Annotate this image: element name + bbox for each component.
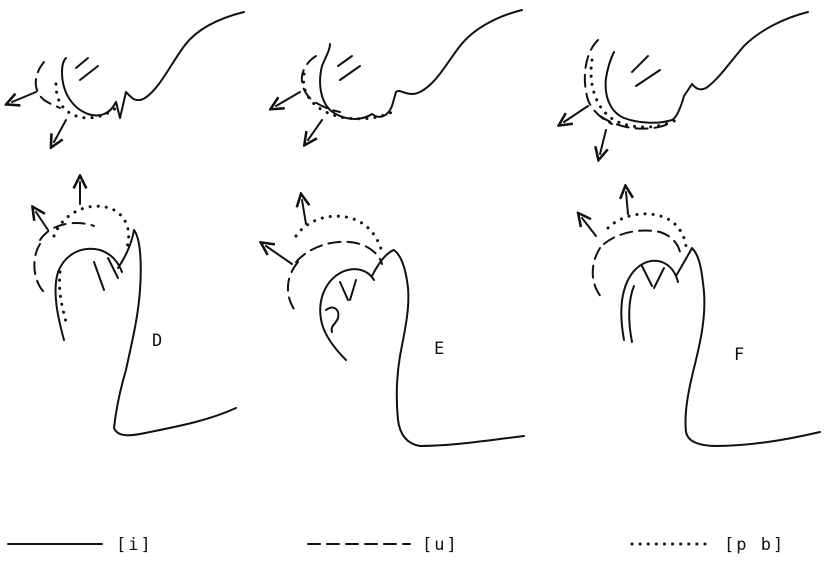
panel-e-dashed-arc <box>295 240 383 265</box>
panel-f-arrow-up <box>626 192 628 215</box>
panel-d-dashed-arc <box>39 221 95 241</box>
panel-a-dashed-lip <box>34 61 61 109</box>
legend-item-dashed: [u] <box>307 535 459 555</box>
panel-f-dashed-arc <box>603 229 681 253</box>
panel-e-label: E <box>434 339 444 359</box>
panel-f-upper-lip-double <box>628 285 635 343</box>
panel-c-hatch <box>631 55 661 87</box>
panel-e-lower-lip-chin <box>371 249 525 447</box>
legend-dashed-label: [u] <box>422 535 459 555</box>
panel-c-dashed-inner <box>599 115 669 130</box>
panel-c-dotted-lip <box>589 58 678 129</box>
panel-f: F <box>582 192 821 447</box>
legend-dotted-label: [p b] <box>724 535 785 555</box>
panel-c-lip-profile <box>604 11 809 124</box>
panel-d-dotted-arc <box>52 204 131 252</box>
panel-b <box>276 9 523 140</box>
panel-b-arrow-down <box>308 119 323 140</box>
legend-solid-label: [i] <box>116 535 153 555</box>
panel-c-arrow-down <box>600 129 606 154</box>
panel-b-dotted-lip <box>301 72 394 121</box>
panel-f-upper-lip <box>620 259 679 341</box>
panel-f-hatch <box>641 265 665 289</box>
panel-f-dotted-arc <box>606 212 688 248</box>
legend: [i] [u] [p b] <box>7 535 785 555</box>
panel-e-dashed-lip <box>287 261 299 313</box>
panel-a-hatch <box>75 57 99 81</box>
panel-a <box>12 11 245 142</box>
panel-f-dashed-lip <box>591 247 603 299</box>
panel-e-hatch <box>339 279 357 301</box>
panel-e-inner-lip <box>325 306 340 333</box>
panel-a-arrow-left <box>12 91 37 102</box>
panel-d-dashed-lip <box>33 243 47 295</box>
panel-b-arrow-left <box>276 91 301 106</box>
panel-b-hatch <box>337 55 361 81</box>
panel-d-label: D <box>152 331 162 351</box>
panel-e-dotted-arc <box>294 214 384 254</box>
panel-e-upper-lip <box>319 268 375 361</box>
panel-d: D <box>33 182 237 437</box>
panel-a-lip-profile <box>61 11 245 119</box>
panel-c-dashed-lip <box>583 39 613 125</box>
panel-e: E <box>266 200 525 447</box>
panel-b-lip-profile <box>319 9 523 120</box>
panel-f-arrow-left <box>582 218 597 237</box>
panel-f-lower-lip-chin <box>675 247 821 447</box>
panel-a-dotted-lip <box>54 82 118 120</box>
legend-item-dotted: [p b] <box>630 535 785 555</box>
panel-e-arrow-left <box>266 246 293 265</box>
panel-d-dotted-lower <box>58 270 68 324</box>
panel-c <box>564 11 809 154</box>
panel-d-hatch <box>93 257 119 291</box>
panel-e-arrow-up <box>302 200 306 225</box>
panel-f-label: F <box>734 345 744 365</box>
panel-d-lower-lip-chin <box>113 229 237 437</box>
legend-item-solid: [i] <box>7 535 153 555</box>
panel-d-arrow-left <box>36 212 49 231</box>
panel-c-arrow-left <box>564 105 589 122</box>
panel-a-arrow-down <box>54 119 67 142</box>
panel-d-upper-lip <box>54 247 123 341</box>
